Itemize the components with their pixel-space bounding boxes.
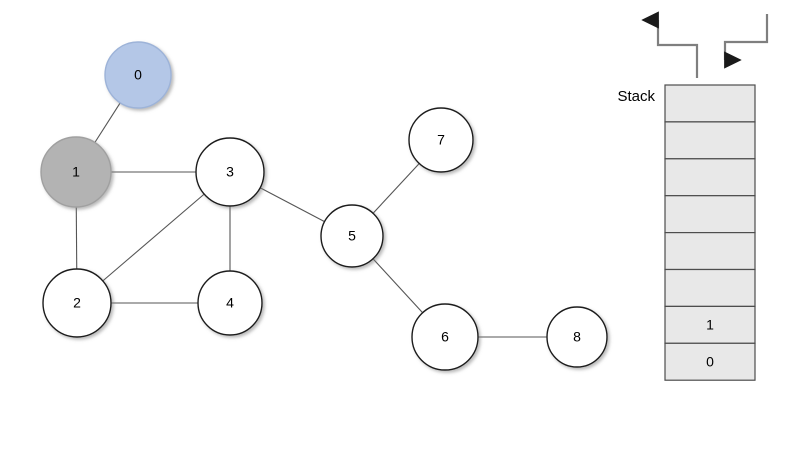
graph-node-8[interactable]: 8 xyxy=(546,306,608,368)
graph-node-label-4: 4 xyxy=(226,295,234,311)
graph-node-circle-0[interactable] xyxy=(104,41,172,109)
stack-cell-box-6[interactable] xyxy=(664,121,756,160)
graph-node-label-0: 0 xyxy=(134,67,142,83)
graph-node-3[interactable]: 3 xyxy=(195,137,265,207)
stack-cell-3[interactable] xyxy=(664,232,756,271)
stack-cell-4[interactable] xyxy=(664,195,756,234)
graph-node-0[interactable]: 0 xyxy=(104,41,172,109)
stack-arrows xyxy=(641,11,769,78)
graph-node-circle-6[interactable] xyxy=(411,303,479,371)
graph-node-label-8: 8 xyxy=(573,329,581,345)
stack-widget: 10 xyxy=(664,84,756,381)
graph-node-circle-7[interactable] xyxy=(408,107,474,173)
graph-edge-3-5 xyxy=(259,187,325,223)
stack-cell-value-0: 0 xyxy=(706,353,714,369)
stack-cell-box-1[interactable] xyxy=(664,305,756,344)
stack-label: Stack xyxy=(617,88,655,105)
stack-cell-box-3[interactable] xyxy=(664,232,756,271)
graph-edge-5-7 xyxy=(372,163,420,214)
stack-cell-box-4[interactable] xyxy=(664,195,756,234)
stack-cell-box-2[interactable] xyxy=(664,268,756,308)
stack-cell-box-7[interactable] xyxy=(664,84,756,123)
graph-node-label-1: 1 xyxy=(72,164,80,180)
graph-edge-5-6 xyxy=(372,258,424,314)
graph-node-2[interactable]: 2 xyxy=(42,268,112,338)
push-arrow xyxy=(723,14,769,69)
graph-node-6[interactable]: 6 xyxy=(411,303,479,371)
graph-node-label-3: 3 xyxy=(226,164,234,180)
graph-edge-0-1 xyxy=(94,102,121,143)
stack-cell-box-5[interactable] xyxy=(664,158,756,197)
graph-node-circle-8[interactable] xyxy=(546,306,608,368)
graph-node-label-2: 2 xyxy=(73,295,81,311)
graph-edge-2-3 xyxy=(102,193,205,282)
graph-node-1[interactable]: 1 xyxy=(40,136,112,208)
graph-node-circle-4[interactable] xyxy=(197,270,263,336)
graph-node-circle-1[interactable] xyxy=(40,136,112,208)
stack-cell-2[interactable] xyxy=(664,268,756,308)
graph-node-circle-3[interactable] xyxy=(195,137,265,207)
graph-nodes: 0 1 2 3 4 5 6 7 8 xyxy=(40,41,608,371)
graph-node-label-7: 7 xyxy=(437,132,445,148)
stack-cell-1[interactable]: 1 xyxy=(664,305,756,344)
stack-cell-6[interactable] xyxy=(664,121,756,160)
graph-edges xyxy=(75,102,547,338)
stack-cell-0[interactable]: 0 xyxy=(664,342,756,381)
stack-cell-value-1: 1 xyxy=(706,317,714,333)
graph-node-5[interactable]: 5 xyxy=(320,204,384,268)
graph-node-4[interactable]: 4 xyxy=(197,270,263,336)
stack-cell-5[interactable] xyxy=(664,158,756,197)
stack-cell-7[interactable] xyxy=(664,84,756,123)
graph-node-circle-2[interactable] xyxy=(42,268,112,338)
stack-cell-box-0[interactable] xyxy=(664,342,756,381)
graph-node-7[interactable]: 7 xyxy=(408,107,474,173)
graph-node-circle-5[interactable] xyxy=(320,204,384,268)
pop-arrow xyxy=(641,11,699,78)
graph-node-label-6: 6 xyxy=(441,329,449,345)
graph-node-label-5: 5 xyxy=(348,228,356,244)
